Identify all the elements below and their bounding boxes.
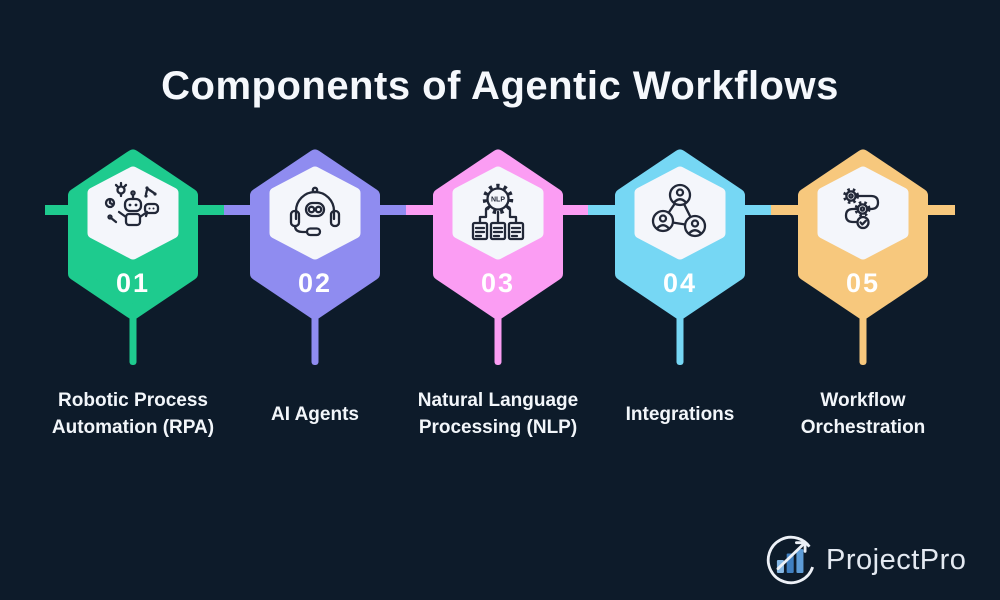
step-number: 05	[846, 268, 880, 298]
projectpro-logo-mark	[766, 535, 816, 585]
step-badge-2: 02	[250, 149, 380, 365]
step-label-workflow-orchestration: Workflow Orchestration	[800, 390, 926, 438]
logo-bar-3	[796, 549, 804, 573]
page-title: Components of Agentic Workflows	[161, 64, 839, 108]
robot-doodle-icon	[104, 181, 160, 227]
step-stem	[311, 314, 319, 365]
logo-circle	[766, 535, 816, 585]
step-badge-5: 05	[798, 149, 928, 365]
step-number: 01	[116, 268, 150, 298]
step-badge-4: 04	[615, 149, 745, 365]
step-number: 03	[481, 268, 515, 298]
step-number: 04	[663, 268, 697, 298]
step-label-rpa: Robotic Process Automation (RPA)	[51, 390, 215, 438]
step-badge-3: NLP 03	[433, 149, 563, 365]
step-label-ai-agents: AI Agents	[271, 403, 359, 425]
step-stem	[494, 314, 502, 365]
logo-arrow-icon	[776, 541, 807, 571]
step-stem	[129, 314, 137, 365]
step-stem	[676, 314, 684, 365]
nlp-gear-documents-icon: NLP	[471, 183, 525, 241]
projectpro-logo-text: ProjectPro	[826, 543, 967, 576]
step-badge-1: 01	[68, 149, 198, 365]
step-number: 02	[298, 268, 332, 298]
svg-text:NLP: NLP	[491, 197, 505, 204]
step-label-integrations: Integrations	[625, 403, 735, 425]
workflow-path-icon	[842, 187, 880, 230]
people-network-icon	[651, 183, 707, 238]
step-icon-plate	[269, 166, 361, 260]
step-label-nlp: Natural Language Processing (NLP)	[417, 390, 579, 438]
support-robot-icon	[289, 186, 341, 237]
step-stem	[859, 314, 867, 365]
projectpro-logo: ProjectPro	[765, 532, 966, 588]
